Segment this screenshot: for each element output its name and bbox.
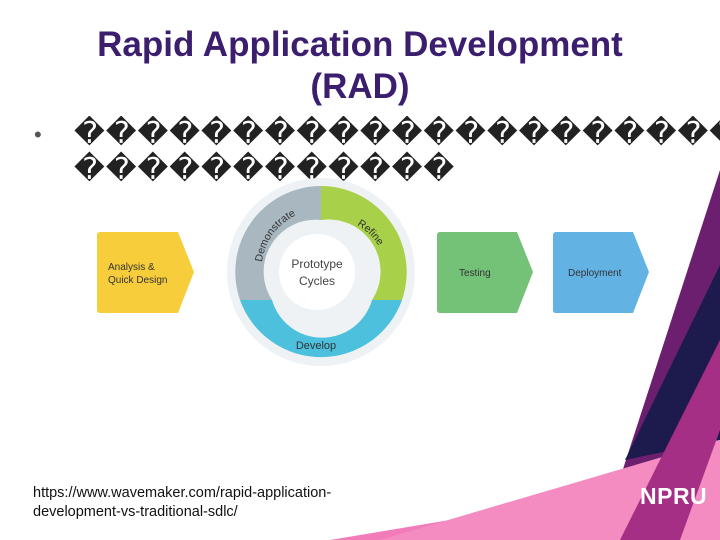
cycle-center [279, 234, 355, 310]
cycle-center-label-2: Cycles [299, 274, 335, 288]
step-deployment-label: Deployment [568, 268, 622, 279]
source-url-line-1: https://www.wavemaker.com/rapid-applicat… [33, 484, 413, 503]
title-line-2: (RAD) [0, 66, 720, 108]
cycle-center-label-1: Prototype [291, 257, 343, 271]
step-analysis-label-2: Quick Design [108, 275, 167, 286]
bullet-icon: • [34, 122, 42, 148]
step-deployment: Deployment [553, 232, 649, 313]
step-analysis: Analysis & Quick Design [97, 232, 194, 313]
step-analysis-label-1: Analysis & [108, 262, 155, 273]
rad-diagram: Analysis & Quick Design Prototype Cycles… [0, 170, 720, 380]
source-url[interactable]: https://www.wavemaker.com/rapid-applicat… [33, 484, 413, 522]
slide-title: Rapid Application Development (RAD) [0, 24, 720, 108]
segment-develop-label: Develop [296, 340, 336, 352]
source-url-line-2: development-vs-traditional-sdlc/ [33, 503, 413, 522]
npru-logo: NPRU [640, 483, 707, 510]
prototype-cycle: Prototype Cycles Demonstrate Refine Deve… [227, 178, 415, 366]
title-line-1: Rapid Application Development [0, 24, 720, 66]
step-testing-label: Testing [459, 268, 491, 279]
step-testing: Testing [437, 232, 533, 313]
